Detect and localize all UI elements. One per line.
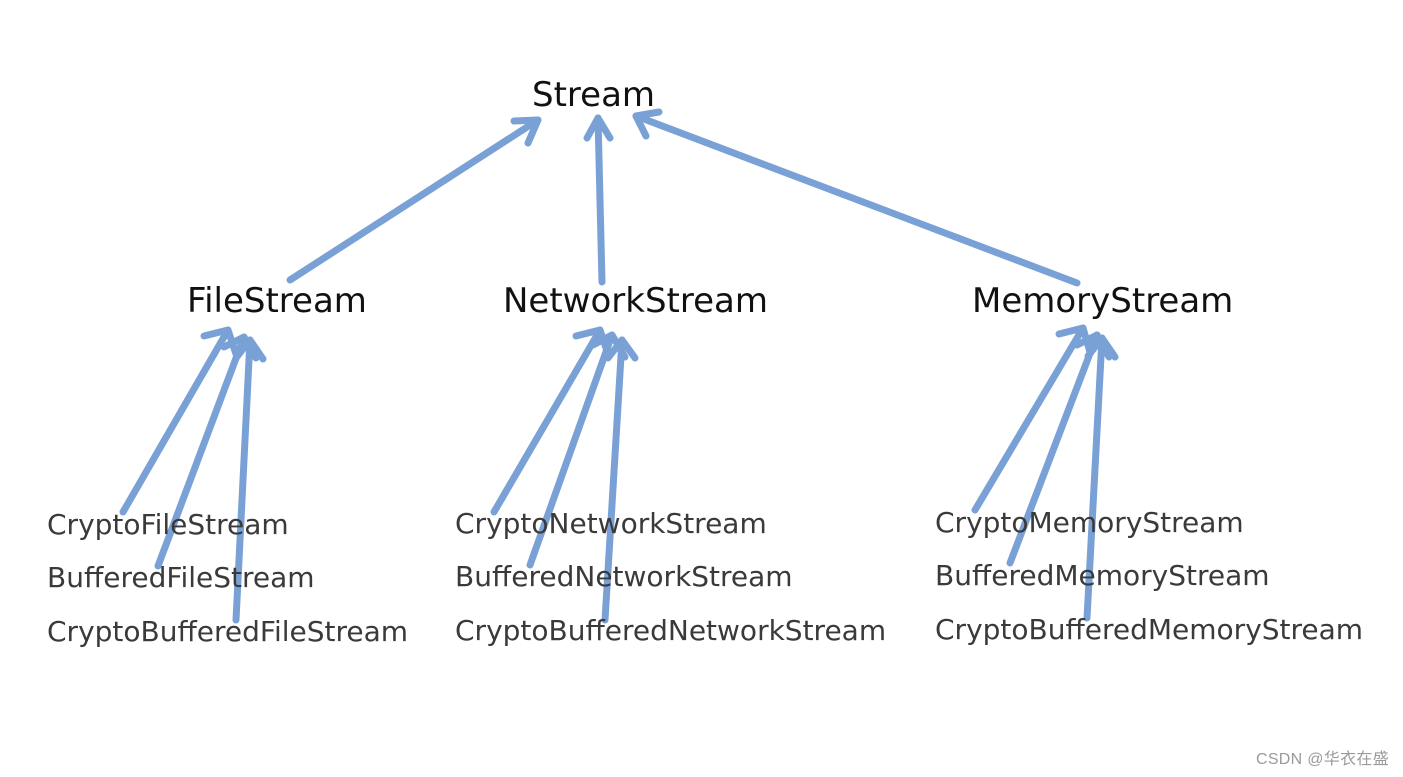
arrow-cryptobufferednetworkstream-to-networkstream bbox=[601, 336, 639, 624]
leaf-class-label: CryptoBufferedNetworkStream bbox=[455, 614, 886, 647]
arrow-cryptonetworkstream-to-networkstream bbox=[490, 326, 612, 516]
arrow-filestream-to-stream bbox=[286, 116, 542, 284]
root-class-label: Stream bbox=[532, 75, 655, 115]
child-class-label-filestream: FileStream bbox=[187, 281, 367, 321]
leaf-class-label: BufferedNetworkStream bbox=[455, 560, 793, 593]
leaf-class-label: CryptoFileStream bbox=[47, 508, 289, 541]
leaf-class-label: CryptoNetworkStream bbox=[455, 507, 767, 540]
child-class-label-networkstream: NetworkStream bbox=[503, 281, 768, 321]
arrow-bufferedmemorystream-to-memorystream bbox=[1006, 331, 1113, 567]
child-class-label-memorystream: MemoryStream bbox=[972, 281, 1233, 321]
leaf-class-label: CryptoBufferedMemoryStream bbox=[935, 613, 1363, 646]
leaf-class-label: CryptoBufferedFileStream bbox=[47, 615, 408, 648]
leaf-class-label: CryptoMemoryStream bbox=[935, 506, 1244, 539]
watermark-text: CSDN @华衣在盛 bbox=[1255, 751, 1389, 768]
arrow-networkstream-to-stream bbox=[583, 114, 614, 286]
arrow-cryptofilestream-to-filestream bbox=[119, 326, 240, 516]
leaf-class-label: BufferedMemoryStream bbox=[935, 559, 1270, 592]
arrow-cryptobufferedmemorystream-to-memorystream bbox=[1083, 334, 1119, 622]
arrow-cryptomemorystream-to-memorystream bbox=[971, 324, 1094, 514]
arrow-memorystream-to-stream bbox=[632, 108, 1081, 287]
leaf-class-label: BufferedFileStream bbox=[47, 561, 315, 594]
arrow-cryptobufferedfilestream-to-filestream bbox=[232, 336, 267, 624]
